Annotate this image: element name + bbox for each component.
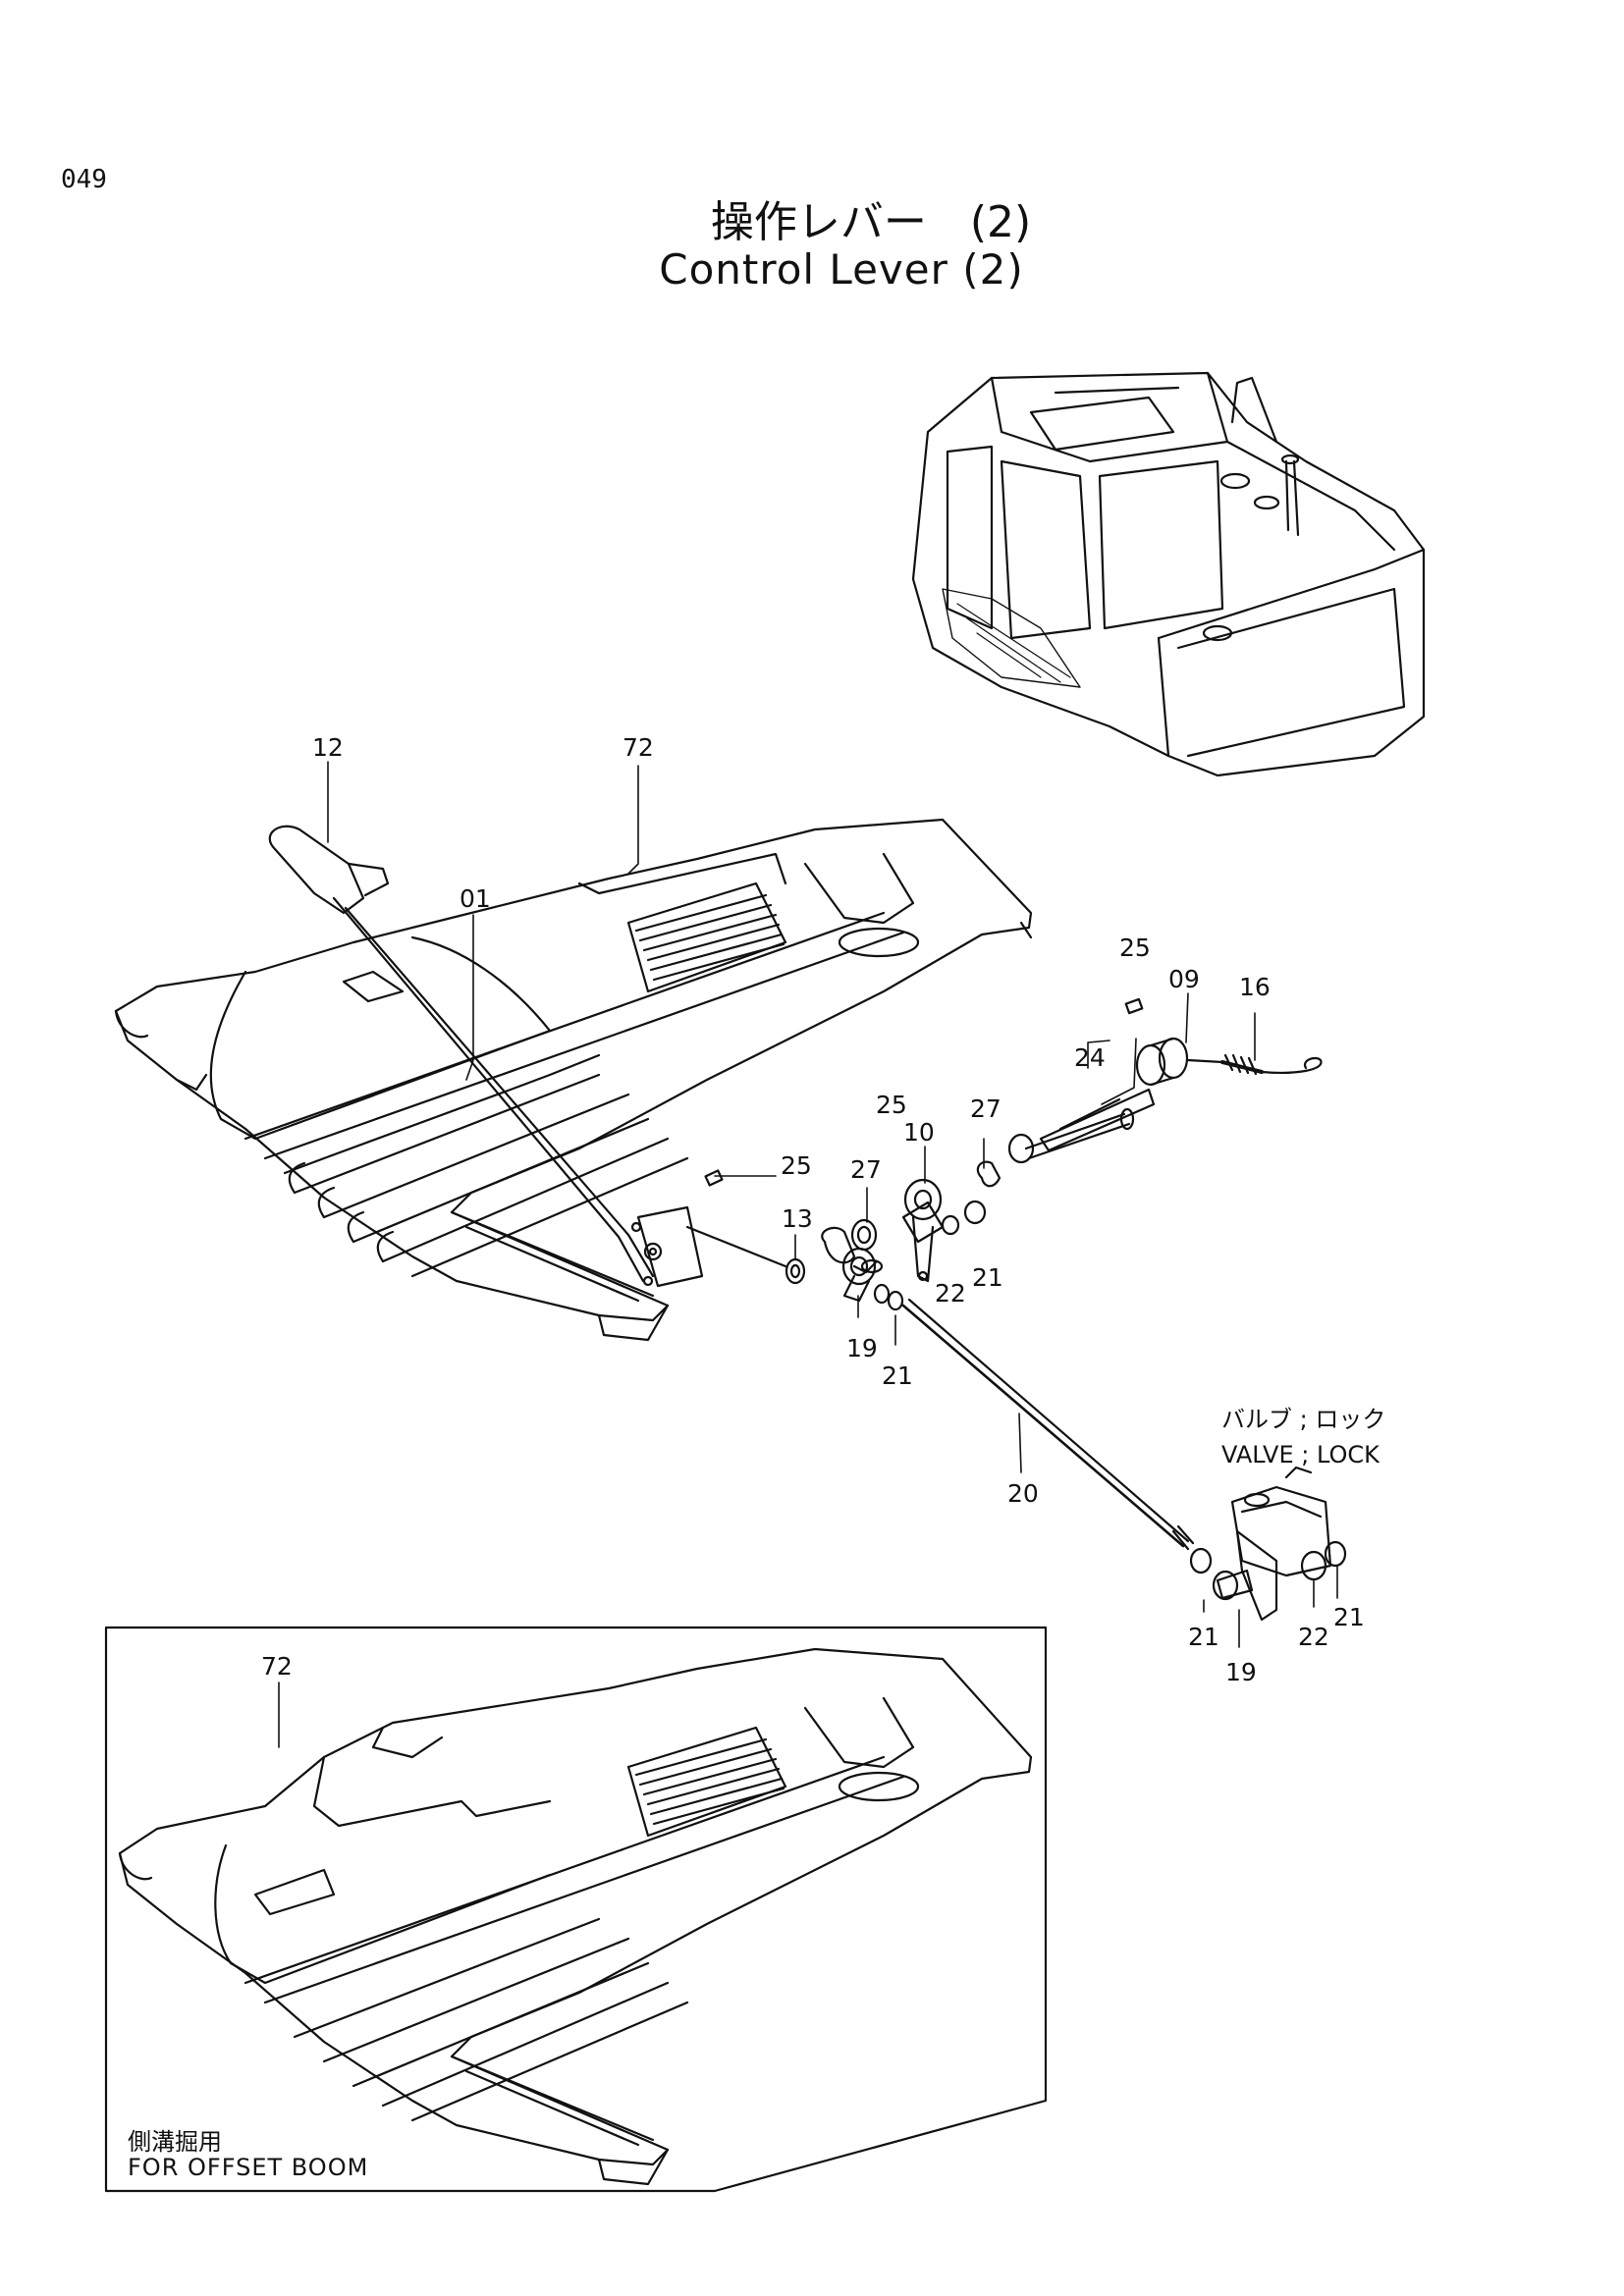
callout-22-lower: 22 [1298,1623,1329,1651]
callout-21-lower-left: 21 [1188,1623,1219,1651]
leader-lines [278,761,1338,1748]
callout-12: 12 [312,733,344,762]
callout-27-right: 27 [970,1095,1001,1123]
valve-lock-assembly [1189,1466,1347,1622]
machine-cab-illustration [911,371,1426,777]
callout-25-pin: 25 [1119,934,1151,962]
callout-19-lower: 19 [1225,1658,1257,1686]
title-english: Control Lever (2) [659,245,1024,294]
callout-72: 72 [623,733,654,762]
callout-16: 16 [1239,973,1271,1001]
title-japanese: 操作レバー (2) [710,197,1032,247]
callout-10: 10 [903,1118,935,1147]
callout-21-middle: 21 [882,1362,913,1390]
callout-21-upper: 21 [972,1263,1003,1292]
callout-25-rod: 25 [781,1151,812,1180]
control-lever [268,825,704,1288]
inset-caption-english: FOR OFFSET BOOM [128,2154,369,2181]
callout-22-upper: 22 [935,1279,966,1308]
callout-19-upper: 19 [846,1334,878,1362]
callout-20: 20 [1007,1479,1039,1508]
callout-72-inset: 72 [261,1652,293,1681]
valve-lock-label-en: VALVE ; LOCK [1221,1441,1380,1468]
callout-09: 09 [1168,965,1200,993]
valve-lock-label-ja: バルブ ; ロック [1221,1406,1385,1433]
inset-caption-japanese: 側溝掘用 [128,2128,222,2156]
inset-offset-boom [104,1626,1048,2193]
callout-01: 01 [460,884,491,913]
floor-plate [114,818,1033,1342]
callout-27-left: 27 [850,1155,882,1184]
callout-21-lower-right: 21 [1333,1603,1365,1631]
callout-24: 24 [1074,1043,1106,1072]
page-number: 049 [61,165,107,194]
linkage-parts [685,997,1323,1551]
callout-13: 13 [782,1204,813,1233]
callout-25-lever: 25 [876,1091,907,1119]
